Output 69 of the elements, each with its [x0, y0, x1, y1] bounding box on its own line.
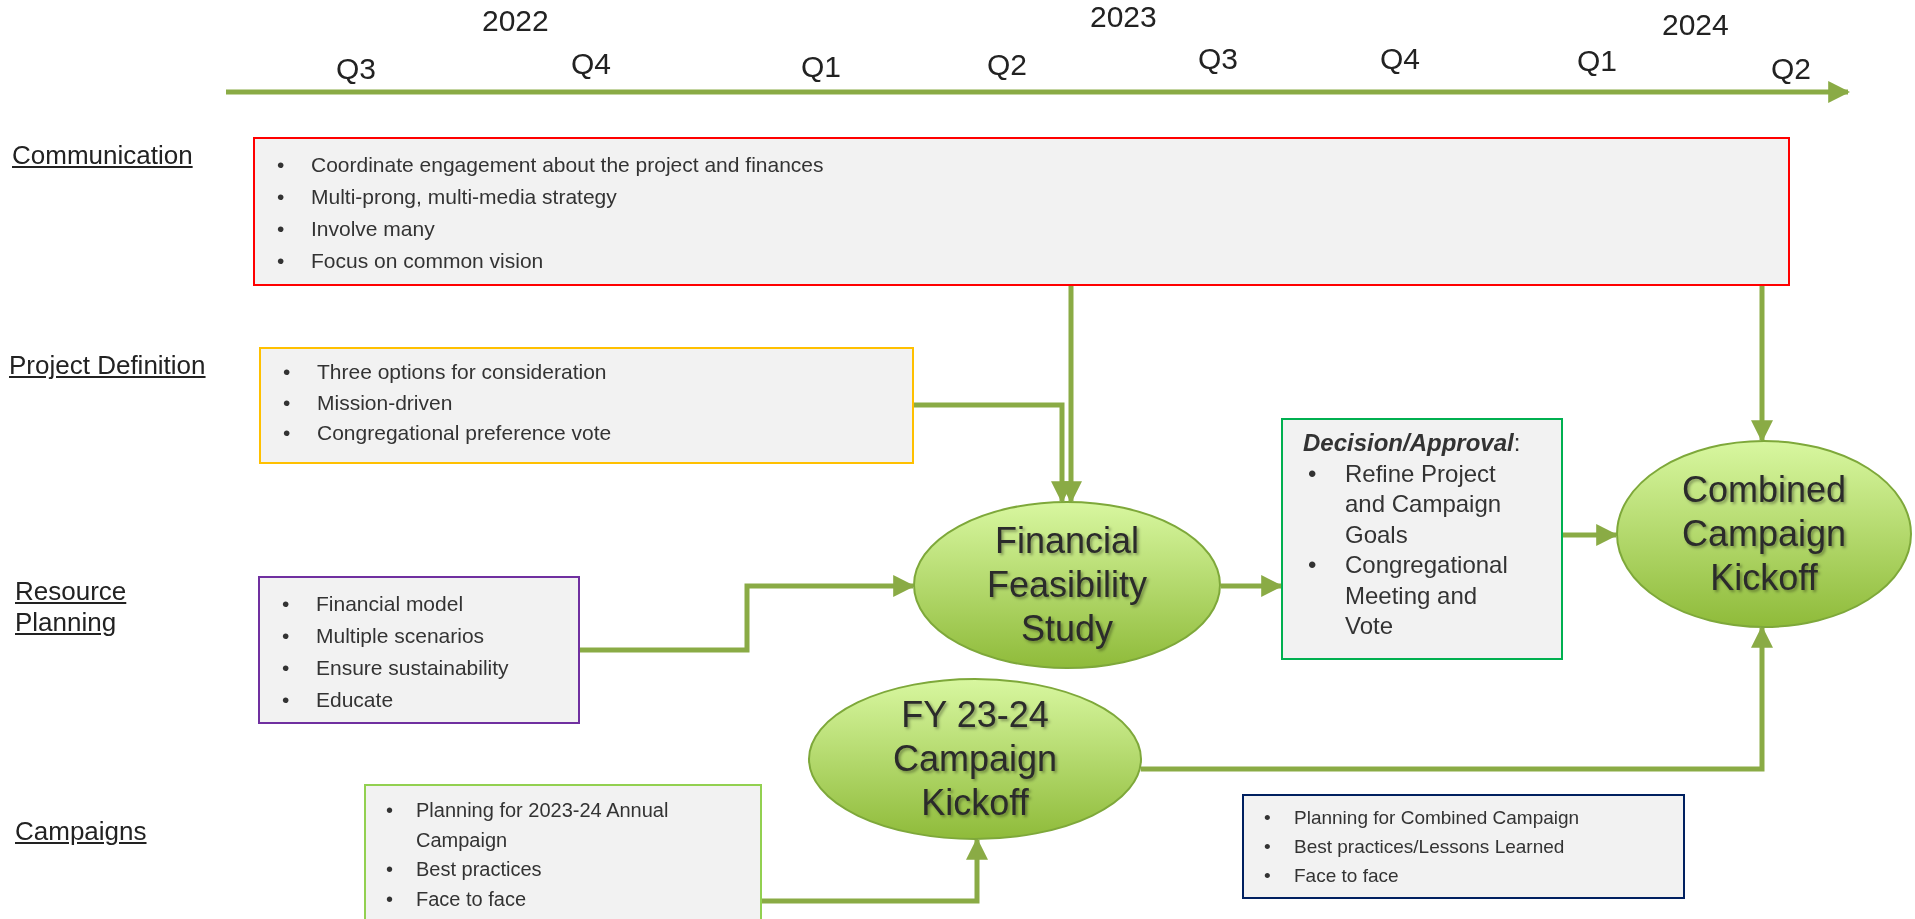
quarter-label: Q4	[1380, 42, 1421, 76]
year-label: 2022	[482, 4, 549, 38]
bullet-item: Three options for consideration	[317, 359, 607, 385]
quarter-label: Q2	[1771, 52, 1812, 86]
quarter-label: Q1	[801, 50, 842, 84]
row-heading: Campaigns	[15, 816, 147, 847]
bullet-item: Best practices	[416, 857, 542, 882]
bullet-item: Face to face	[416, 886, 527, 912]
arrow	[762, 837, 988, 904]
row-heading: Project Definition	[9, 350, 206, 381]
quarter-label: Q1	[1577, 44, 1618, 78]
bullet-marker: •	[1264, 835, 1271, 859]
bullet-box	[1281, 418, 1563, 660]
milestone-ellipse	[913, 501, 1221, 669]
bullet-item: Face to face	[1294, 864, 1399, 888]
bullet-box	[253, 137, 1790, 286]
bullet-marker: •	[1264, 806, 1271, 830]
year-label: 2024	[1662, 8, 1729, 42]
arrow	[1751, 286, 1773, 443]
bullet-box	[1242, 794, 1685, 899]
bullet-item: Best practices/Lessons Learned	[1294, 835, 1565, 859]
bullet-item: Refine Project and Campaign Goals	[1345, 458, 1503, 550]
milestone-label: FY 23-24 Campaign Kickoff	[891, 693, 1059, 825]
bullet-marker: •	[1264, 864, 1271, 888]
bullet-item: Congregational Meeting and Vote	[1345, 550, 1509, 641]
bullet-item: Mission-driven	[317, 389, 453, 416]
bullet-marker: •	[282, 591, 290, 617]
bullet-marker: •	[386, 798, 393, 823]
row-heading: Resource Planning	[15, 576, 128, 638]
bullet-item: Planning for Combined Campaign	[1294, 806, 1580, 830]
quarter-label: Q2	[987, 48, 1028, 82]
bullet-item: Educate	[316, 687, 394, 713]
bullet-marker: •	[283, 389, 291, 416]
row-heading: Communication	[12, 140, 193, 171]
milestone-label: Combined Campaign Kickoff	[1680, 468, 1848, 600]
bullet-marker: •	[386, 886, 393, 912]
bullet-item: Ensure sustainability	[316, 655, 509, 681]
milestone-ellipse	[808, 678, 1142, 840]
quarter-label: Q3	[336, 52, 377, 86]
bullet-item: Multiple scenarios	[316, 623, 485, 649]
milestone-label: Financial Feasibility Study	[985, 519, 1149, 651]
bullet-item: Financial model	[316, 591, 464, 617]
bullet-item: Focus on common vision	[311, 248, 544, 274]
bullet-box	[259, 347, 914, 464]
bullet-item: Coordinate engagement about the project and finances	[311, 152, 824, 178]
bullet-item: Multi-prong, multi-media strategy	[311, 184, 617, 210]
bullet-marker: •	[282, 623, 290, 649]
bullet-marker: •	[277, 248, 285, 274]
bullet-item: Planning for 2023-24 Annual Campaign	[416, 798, 670, 853]
milestone-ellipse	[1616, 440, 1912, 628]
bullet-item: Involve many	[311, 216, 435, 242]
bullet-marker: •	[282, 655, 290, 681]
bullet-marker: •	[283, 359, 291, 385]
quarter-label: Q3	[1198, 42, 1239, 76]
bullet-box	[258, 576, 580, 724]
bullet-marker: •	[282, 687, 290, 713]
bullet-marker: •	[386, 857, 393, 882]
bullet-marker: •	[277, 184, 285, 210]
bullet-box	[364, 784, 762, 919]
bullet-marker: •	[1308, 458, 1317, 489]
bullet-item: Congregational preference vote	[317, 420, 612, 446]
box-heading: Decision/Approval:	[1303, 428, 1521, 458]
bullet-marker: •	[277, 152, 285, 178]
arrow	[1140, 625, 1773, 772]
bullet-marker: •	[283, 420, 291, 446]
quarter-label: Q4	[571, 47, 612, 81]
year-label: 2023	[1090, 0, 1157, 34]
bullet-marker: •	[1308, 550, 1317, 580]
bullet-marker: •	[277, 216, 285, 242]
